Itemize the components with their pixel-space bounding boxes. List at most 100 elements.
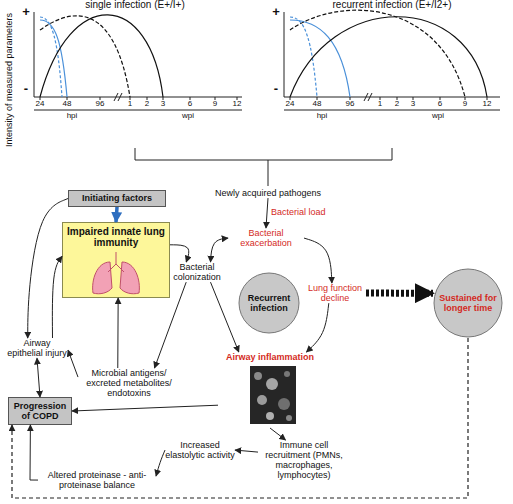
connector-arrow <box>156 450 165 476</box>
curve-black-solid <box>290 17 487 97</box>
circle-shape <box>434 269 502 337</box>
lung-lobe <box>93 262 112 294</box>
text-node: Microbial antigens/ excreted metabolites… <box>78 368 180 398</box>
axis-label: 96 <box>96 100 105 108</box>
axis-label: 2 <box>395 100 399 108</box>
node-text: Bacterial exacerbation <box>228 228 304 248</box>
circle-node: Recurrent infection <box>238 272 300 334</box>
node-text: Altered proteinase - anti-proteinase bal… <box>38 470 156 490</box>
node-text: Bacterial colonization <box>170 262 224 282</box>
cell <box>286 415 292 421</box>
axis-break <box>114 93 122 101</box>
cell <box>254 372 262 380</box>
connector-arrow <box>68 350 78 377</box>
lung-icon <box>93 252 140 294</box>
cell <box>257 395 267 405</box>
axis-label: wpi <box>432 112 444 120</box>
process-box: Initiating factors <box>68 190 166 207</box>
axis-label: 48 <box>313 100 322 108</box>
axis-label: 2 <box>145 100 149 108</box>
axis-label: + <box>272 5 280 18</box>
node-text: Initiating factors <box>71 193 163 203</box>
text-node: Bacterial exacerbation <box>228 228 304 248</box>
chart-title: recurrent infection (E+/I2+) <box>333 0 452 10</box>
connector-arrow <box>12 338 468 498</box>
cell <box>284 371 290 377</box>
node-text: Newly acquired pathogens <box>208 188 328 198</box>
text-node: Immune cell recruitment (PMNs, macrophag… <box>258 440 350 480</box>
cell <box>266 412 274 420</box>
circle-node: Sustained for longer time <box>433 268 503 338</box>
axis-label: 24 <box>36 100 45 108</box>
connector-arrow <box>30 425 38 480</box>
node-text: Microbial antigens/ excreted metabolites… <box>78 368 180 398</box>
axis-label: 6 <box>188 100 192 108</box>
connector-arrow <box>211 282 239 352</box>
text-node: Increased elastolytic activity <box>165 440 235 460</box>
connector-arrow <box>52 256 62 338</box>
curve-blue-solid <box>40 20 67 97</box>
trachea <box>108 252 124 272</box>
text-node: Airway epithelial injury <box>6 338 68 358</box>
connector-arrow <box>211 238 229 262</box>
axis-label: 3 <box>411 100 415 108</box>
node-text: Lung function decline <box>304 283 366 303</box>
axis-label: - <box>24 82 28 95</box>
connector-arrow <box>306 303 328 352</box>
axis-label: 48 <box>63 100 72 108</box>
connector-arrow <box>155 282 187 368</box>
axis-label: - <box>274 82 278 95</box>
curve-black-dashed <box>40 16 130 97</box>
connector-arrow <box>72 405 218 411</box>
text-node: Newly acquired pathogens <box>208 188 328 198</box>
cell <box>266 378 278 390</box>
bracket <box>135 148 392 186</box>
chart-axis <box>284 12 500 110</box>
text-node: Lung function decline <box>304 283 366 303</box>
axis-label: 96 <box>346 100 355 108</box>
axis-title: Intensity of measured parameters <box>5 13 14 147</box>
axis-label: 24 <box>286 100 295 108</box>
connector-arrow <box>117 298 118 368</box>
edge-label: Bacterial load <box>271 208 326 217</box>
axis-label: 12 <box>233 100 242 108</box>
axis-label: hpi <box>317 112 328 120</box>
cell <box>278 398 290 410</box>
axis-label: 12 <box>483 100 492 108</box>
inflammation-image <box>250 366 296 424</box>
axis-label: 9 <box>213 100 217 108</box>
axis-label: + <box>22 5 30 18</box>
axis-break <box>364 93 372 101</box>
node-text: Progression of COPD <box>11 401 69 421</box>
axis-label: 9 <box>463 100 467 108</box>
connector-arrow <box>304 238 332 283</box>
axis-label: hpi <box>67 112 78 120</box>
chart-axis <box>34 12 242 110</box>
connector-arrow <box>116 207 117 222</box>
axis-label: 1 <box>378 100 382 108</box>
node-text: Recurrent infection <box>243 293 295 313</box>
node-text: Airway epithelial injury <box>6 338 68 358</box>
micrograph <box>250 366 296 424</box>
curve-blue-solid <box>290 20 350 97</box>
connector-arrow <box>235 450 258 452</box>
text-node: Bacterial colonization <box>170 262 224 282</box>
connector-arrow <box>28 199 68 339</box>
node-text: Airway inflammation <box>218 352 322 362</box>
curve-black-solid <box>40 15 163 97</box>
connector-arrow <box>266 198 268 228</box>
connector-arrow <box>270 428 286 440</box>
axis-label: 1 <box>128 100 132 108</box>
axis-label: 3 <box>161 100 165 108</box>
process-box: Progression of COPD <box>8 397 72 425</box>
node-text: Immune cell recruitment (PMNs, macrophag… <box>258 440 350 480</box>
connector-arrow <box>366 290 433 297</box>
chart-title: single infection (E+/I+) <box>85 0 185 10</box>
node-text: Impaired innate lung immunity <box>66 226 166 248</box>
axis-label: wpi <box>182 112 194 120</box>
connector-arrow <box>37 358 40 397</box>
connector-arrow <box>170 245 189 262</box>
